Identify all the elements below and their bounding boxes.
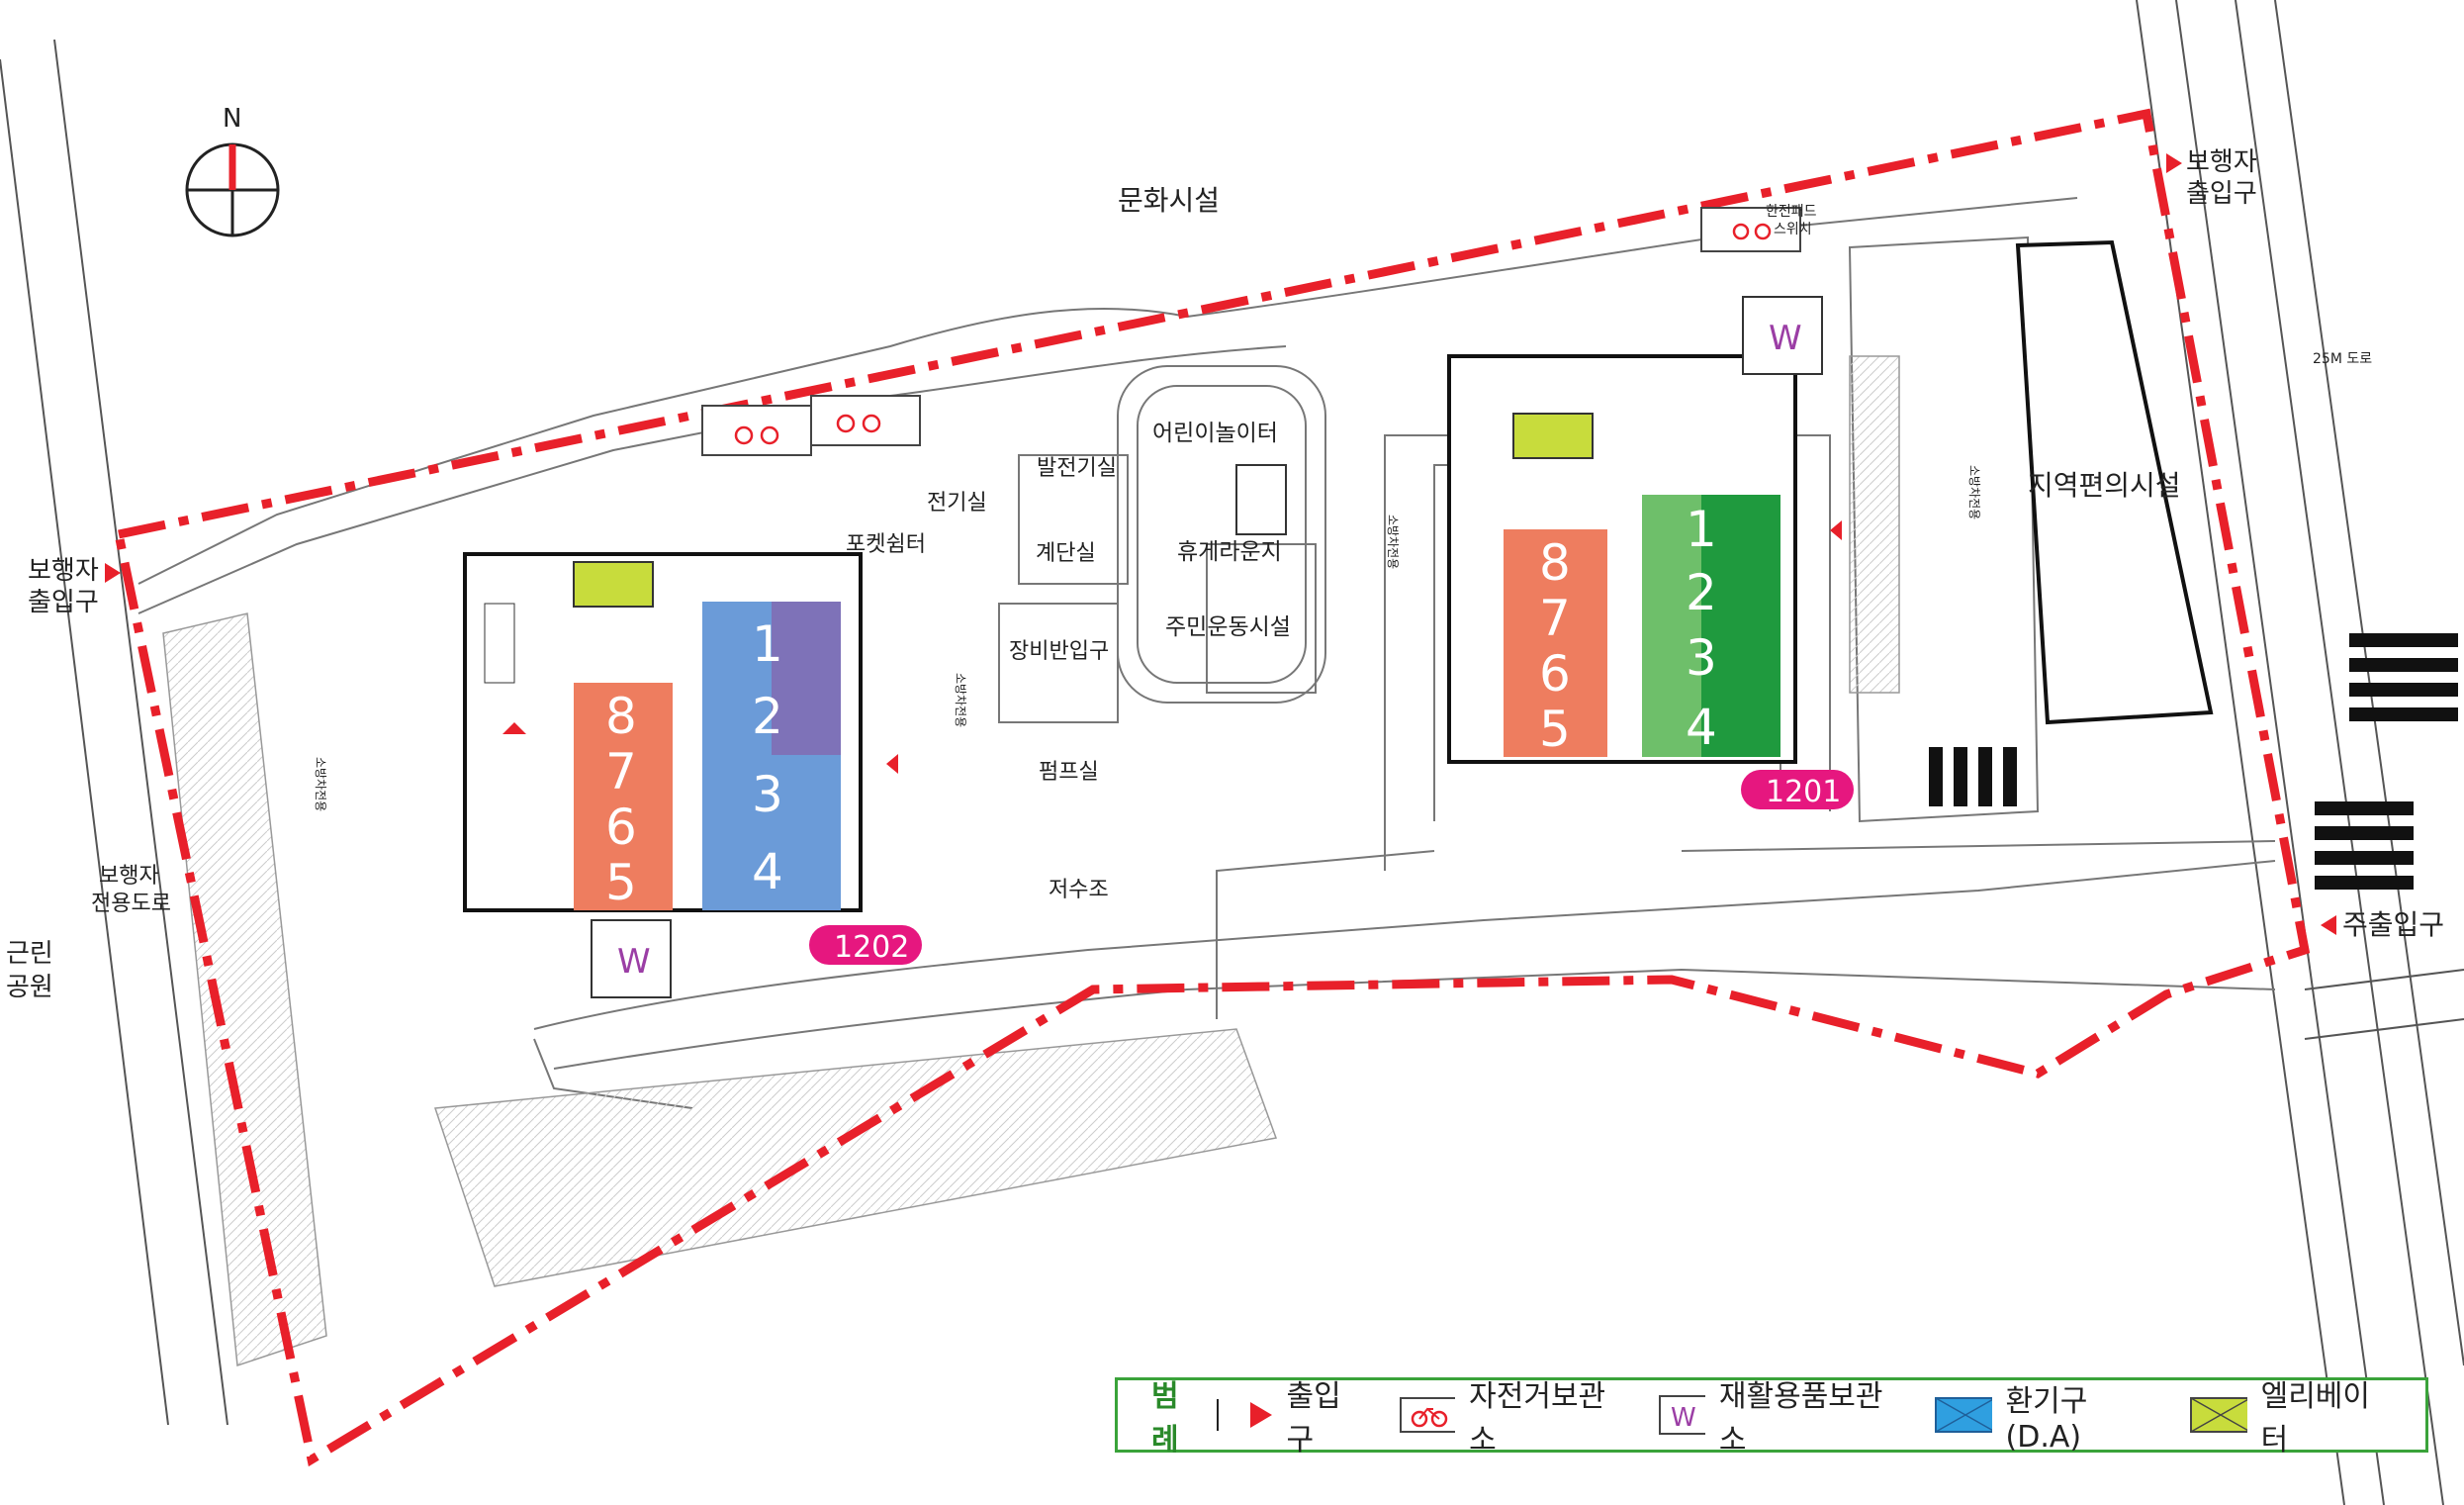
entrance-triangle-icon [1250,1402,1273,1428]
site-boundary [113,108,2311,1467]
legend: 범례 출입구 자전거보관소 W 재활용품보관소 환기구(D.A) 엘리베이터 [1115,1376,2428,1458]
legend-label-entrance: 출입구 [1286,1379,1341,1458]
label-fire-lane-mid: 소방차전용 [954,673,967,727]
label-electric: 전기실 [927,491,987,516]
badge-1201 [1741,770,1854,809]
legend-item-vent: 환기구(D.A) [1934,1376,2152,1455]
recycle-w-1202: W [617,942,651,982]
unit-1201-6: 6 [1539,645,1571,703]
unit-1202-4: 4 [752,843,783,900]
building-1202-units: 8 7 6 5 1 2 3 4 [605,615,783,911]
label-park-1: 근린 [6,939,53,969]
north-compass [185,142,280,237]
unit-1201-8: 8 [1539,534,1571,592]
label-stair-room: 계단실 [1036,541,1096,566]
legend-label-recycle: 재활용품보관소 [1718,1379,1883,1458]
unit-1201-2: 2 [1686,564,1717,621]
legend-item-elevator: 엘리베이터 [2189,1371,2388,1458]
label-ped-entrance-left-1: 보행자 [28,556,99,586]
local-facility-building [2015,239,2214,725]
unit-1201-7: 7 [1539,590,1571,647]
legend-item-bicycle: 자전거보관소 [1400,1371,1621,1458]
building-1201 [1447,354,1797,764]
bicycle-racks [701,207,1801,456]
bicycle-icons [734,223,1772,445]
label-culture: 문화시설 [1118,184,1220,217]
label-ev-switch-1: 한전패드 [1766,204,1817,220]
label-fire-lane-center: 소방차전용 [1386,515,1400,569]
parking-stalls [162,355,1900,1367]
area-labels: 문화시설 보행자 출입구 보행자 출입구 보행자 전용도로 근린 공원 주출입구… [6,147,2444,1002]
amenity-area [998,365,1326,723]
unit-1201-1: 1 [1686,501,1717,558]
recycle-box-1202 [591,919,672,998]
label-pump-room: 펌프실 [1039,760,1099,785]
building-1201-units: 8 7 6 5 1 2 3 4 [1539,501,1717,758]
recycle-w-1201: W [1769,319,1802,358]
legend-label-vent: 환기구(D.A) [2005,1383,2088,1455]
svg-text:W: W [1671,1403,1696,1433]
label-gym: 주민운동시설 [1165,614,1291,640]
label-ped-road-2: 전용도로 [91,892,171,916]
crosswalks [1929,633,2458,890]
label-road-25m: 25M 도로 [2313,351,2372,367]
legend-label-bicycle: 자전거보관소 [1469,1379,1606,1458]
label-local-facility: 지역편의시설 [2028,469,2181,502]
label-ev-switch-2: 스위치 [1774,222,1812,237]
badge-1202-label: 1202 [834,930,909,965]
entrance-triangle-icons [105,153,2336,935]
recycle-boxes [591,296,1823,998]
label-ped-entrance-left-2: 출입구 [28,588,99,617]
label-ped-entrance-right-1: 보행자 [2186,147,2257,177]
legend-item-recycle: W 재활용품보관소 [1659,1371,1897,1458]
legend-divider [1216,1399,1220,1431]
bicycle-icon [1400,1397,1456,1433]
unit-1202-3: 3 [752,766,783,823]
label-pocket-shelter: 포켓쉼터 [846,532,926,557]
legend-label-elevator: 엘리베이터 [2260,1379,2371,1458]
label-ped-road-1: 보행자 [99,864,159,889]
unit-1202-6: 6 [605,799,637,856]
label-equipment-entry: 장비반입구 [1009,639,1109,664]
recycle-w-icon: W [1659,1395,1705,1435]
label-generator: 발전기실 [1037,456,1117,481]
unit-1202-2: 2 [752,688,783,745]
label-park-2: 공원 [6,973,53,1002]
unit-1202-7: 7 [605,743,637,800]
label-fire-lane-right: 소방차전용 [1967,465,1981,519]
badge-1201-label: 1201 [1766,775,1841,809]
legend-title: 범례 [1151,1379,1179,1458]
badge-1202 [809,925,922,965]
label-ped-entrance-right-2: 출입구 [2186,179,2257,209]
north-label: N [223,104,241,134]
unit-1202-1: 1 [752,615,783,673]
unit-1201-5: 5 [1539,701,1571,758]
label-lounge: 휴게라운지 [1177,539,1282,565]
elevator-icon [2189,1397,2247,1433]
label-water-tank: 저수조 [1049,878,1109,902]
label-playground: 어린이놀이터 [1152,421,1278,446]
label-main-entrance: 주출입구 [2342,908,2444,941]
recycle-box-1201 [1742,296,1823,375]
unit-1202-5: 5 [605,854,637,911]
unit-1202-8: 8 [605,688,637,745]
vent-icon [1934,1397,1992,1433]
unit-1201-4: 4 [1686,699,1717,756]
label-fire-lane-left: 소방차전용 [314,757,327,811]
building-1202 [463,552,863,912]
unit-1201-3: 3 [1686,629,1717,687]
legend-item-entrance: 출입구 [1248,1371,1362,1458]
